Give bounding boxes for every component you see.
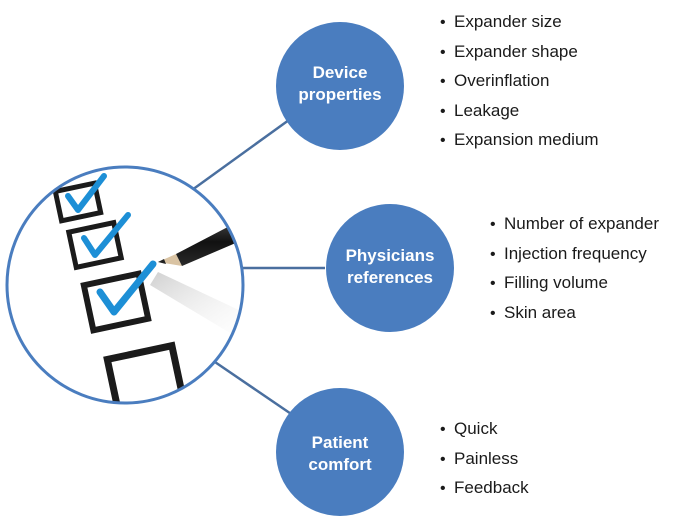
physicians-references-list: Number of expander Injection frequency F… [490, 210, 659, 328]
checkbox-1 [39, 167, 89, 175]
list-item: Skin area [490, 299, 659, 329]
checkbox-5 [103, 341, 187, 403]
list-item: Number of expander [490, 210, 659, 240]
list-item: Filling volume [490, 269, 659, 299]
list-item: Feedback [440, 474, 529, 504]
list-item: Leakage [440, 97, 599, 127]
node-circle-patient [276, 388, 404, 516]
list-item: Expander size [440, 8, 599, 38]
physicians-title-line2: references [346, 268, 433, 287]
node-label-patient: Patient comfort [270, 432, 410, 476]
list-item: Quick [440, 415, 529, 445]
checkbox-4 [80, 260, 157, 334]
patient-title-line1: Patient [311, 433, 369, 452]
list-item: Overinflation [440, 67, 599, 97]
node-label-device: Device properties [270, 62, 410, 106]
checkbox-3 [65, 212, 131, 271]
physicians-title-line1: Physicians [345, 246, 435, 265]
list-item: Painless [440, 445, 529, 475]
checklist-with-pen-icon [5, 165, 245, 405]
device-title-line1: Device [312, 63, 368, 82]
list-item: Expansion medium [440, 126, 599, 156]
patient-comfort-list: Quick Painless Feedback [440, 415, 529, 504]
node-circle-physicians [326, 204, 454, 332]
device-title-line2: properties [298, 85, 382, 104]
connector-lines [191, 110, 325, 422]
list-item: Expander shape [440, 38, 599, 68]
node-circle-device [276, 22, 404, 150]
connector-device [191, 110, 301, 192]
checkbox-2 [52, 173, 107, 224]
device-properties-list: Expander size Expander shape Overinflati… [440, 8, 599, 156]
list-item: Injection frequency [490, 240, 659, 270]
node-label-physicians: Physicians references [320, 245, 460, 289]
patient-title-line2: comfort [308, 455, 372, 474]
connector-patient [211, 358, 301, 422]
